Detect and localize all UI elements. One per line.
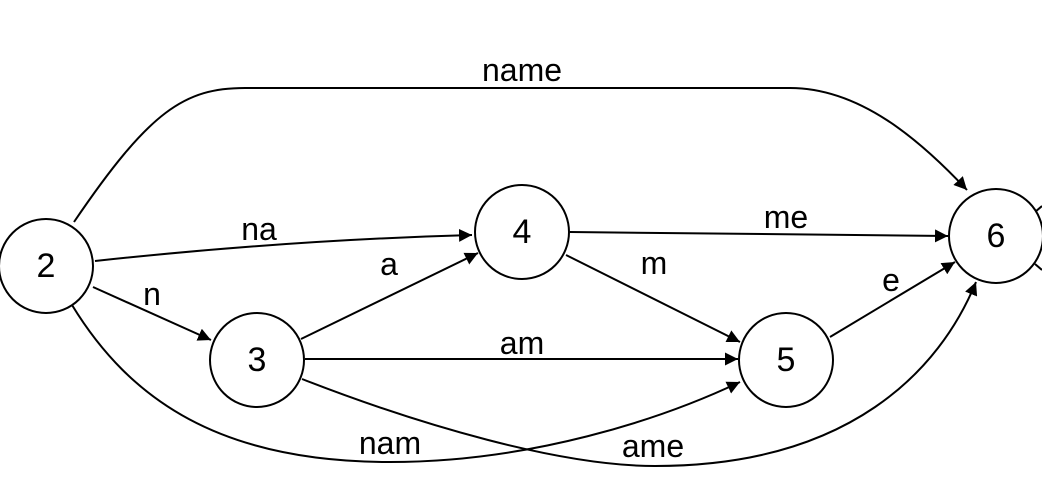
edge-4-6-label: me bbox=[764, 199, 808, 235]
edge-2-5-line bbox=[71, 304, 741, 464]
node-6-circle bbox=[948, 188, 1042, 284]
edge-3-6-line bbox=[301, 281, 978, 468]
edge-2-4: na bbox=[94, 211, 473, 262]
edge-2-4-label: na bbox=[241, 211, 277, 247]
edge-3-4-label: a bbox=[380, 246, 398, 282]
edge-3-6: ame bbox=[301, 281, 978, 468]
offscreen-edge-stub-bottom bbox=[1034, 263, 1042, 271]
edge-5-6-line bbox=[829, 261, 956, 338]
node-5-label: 5 bbox=[777, 341, 796, 379]
edge-2-6: name bbox=[73, 52, 968, 223]
edge-4-5-line bbox=[565, 254, 741, 343]
node-4: 4 bbox=[474, 184, 570, 280]
node-2-label: 2 bbox=[37, 247, 56, 285]
node-4-label: 4 bbox=[513, 213, 532, 251]
edge-5-6: e bbox=[829, 261, 956, 338]
edge-4-6-line bbox=[569, 229, 949, 243]
node-6: 6 bbox=[948, 188, 1042, 284]
edge-2-4-line bbox=[94, 228, 473, 262]
edge-2-3-label: n bbox=[143, 276, 161, 312]
node-5-circle bbox=[738, 312, 834, 408]
node-4-circle bbox=[474, 184, 570, 280]
edge-3-6-label: ame bbox=[622, 428, 684, 464]
node-6-label: 6 bbox=[987, 217, 1006, 255]
edge-4-5: m bbox=[565, 245, 741, 343]
node-2: 2 bbox=[0, 218, 94, 314]
edge-2-6-line bbox=[73, 87, 968, 223]
edge-2-3-line bbox=[92, 286, 212, 341]
edge-3-4: a bbox=[300, 246, 479, 340]
edge-2-3: n bbox=[92, 276, 212, 341]
edge-4-5-label: m bbox=[641, 245, 668, 281]
edge-2-6-label: name bbox=[482, 52, 562, 88]
edge-5-6-label: e bbox=[882, 262, 900, 298]
node-3: 3 bbox=[209, 312, 305, 408]
edge-3-5: am bbox=[305, 325, 738, 366]
edge-3-5-label: am bbox=[500, 325, 544, 361]
edge-2-5-label: nam bbox=[359, 425, 421, 461]
edge-2-5: nam bbox=[71, 304, 741, 464]
node-5: 5 bbox=[738, 312, 834, 408]
node-2-circle bbox=[0, 218, 94, 314]
node-3-label: 3 bbox=[248, 341, 267, 379]
node-3-circle bbox=[209, 312, 305, 408]
edge-3-4-line bbox=[300, 252, 479, 340]
edge-4-6: me bbox=[569, 199, 949, 243]
